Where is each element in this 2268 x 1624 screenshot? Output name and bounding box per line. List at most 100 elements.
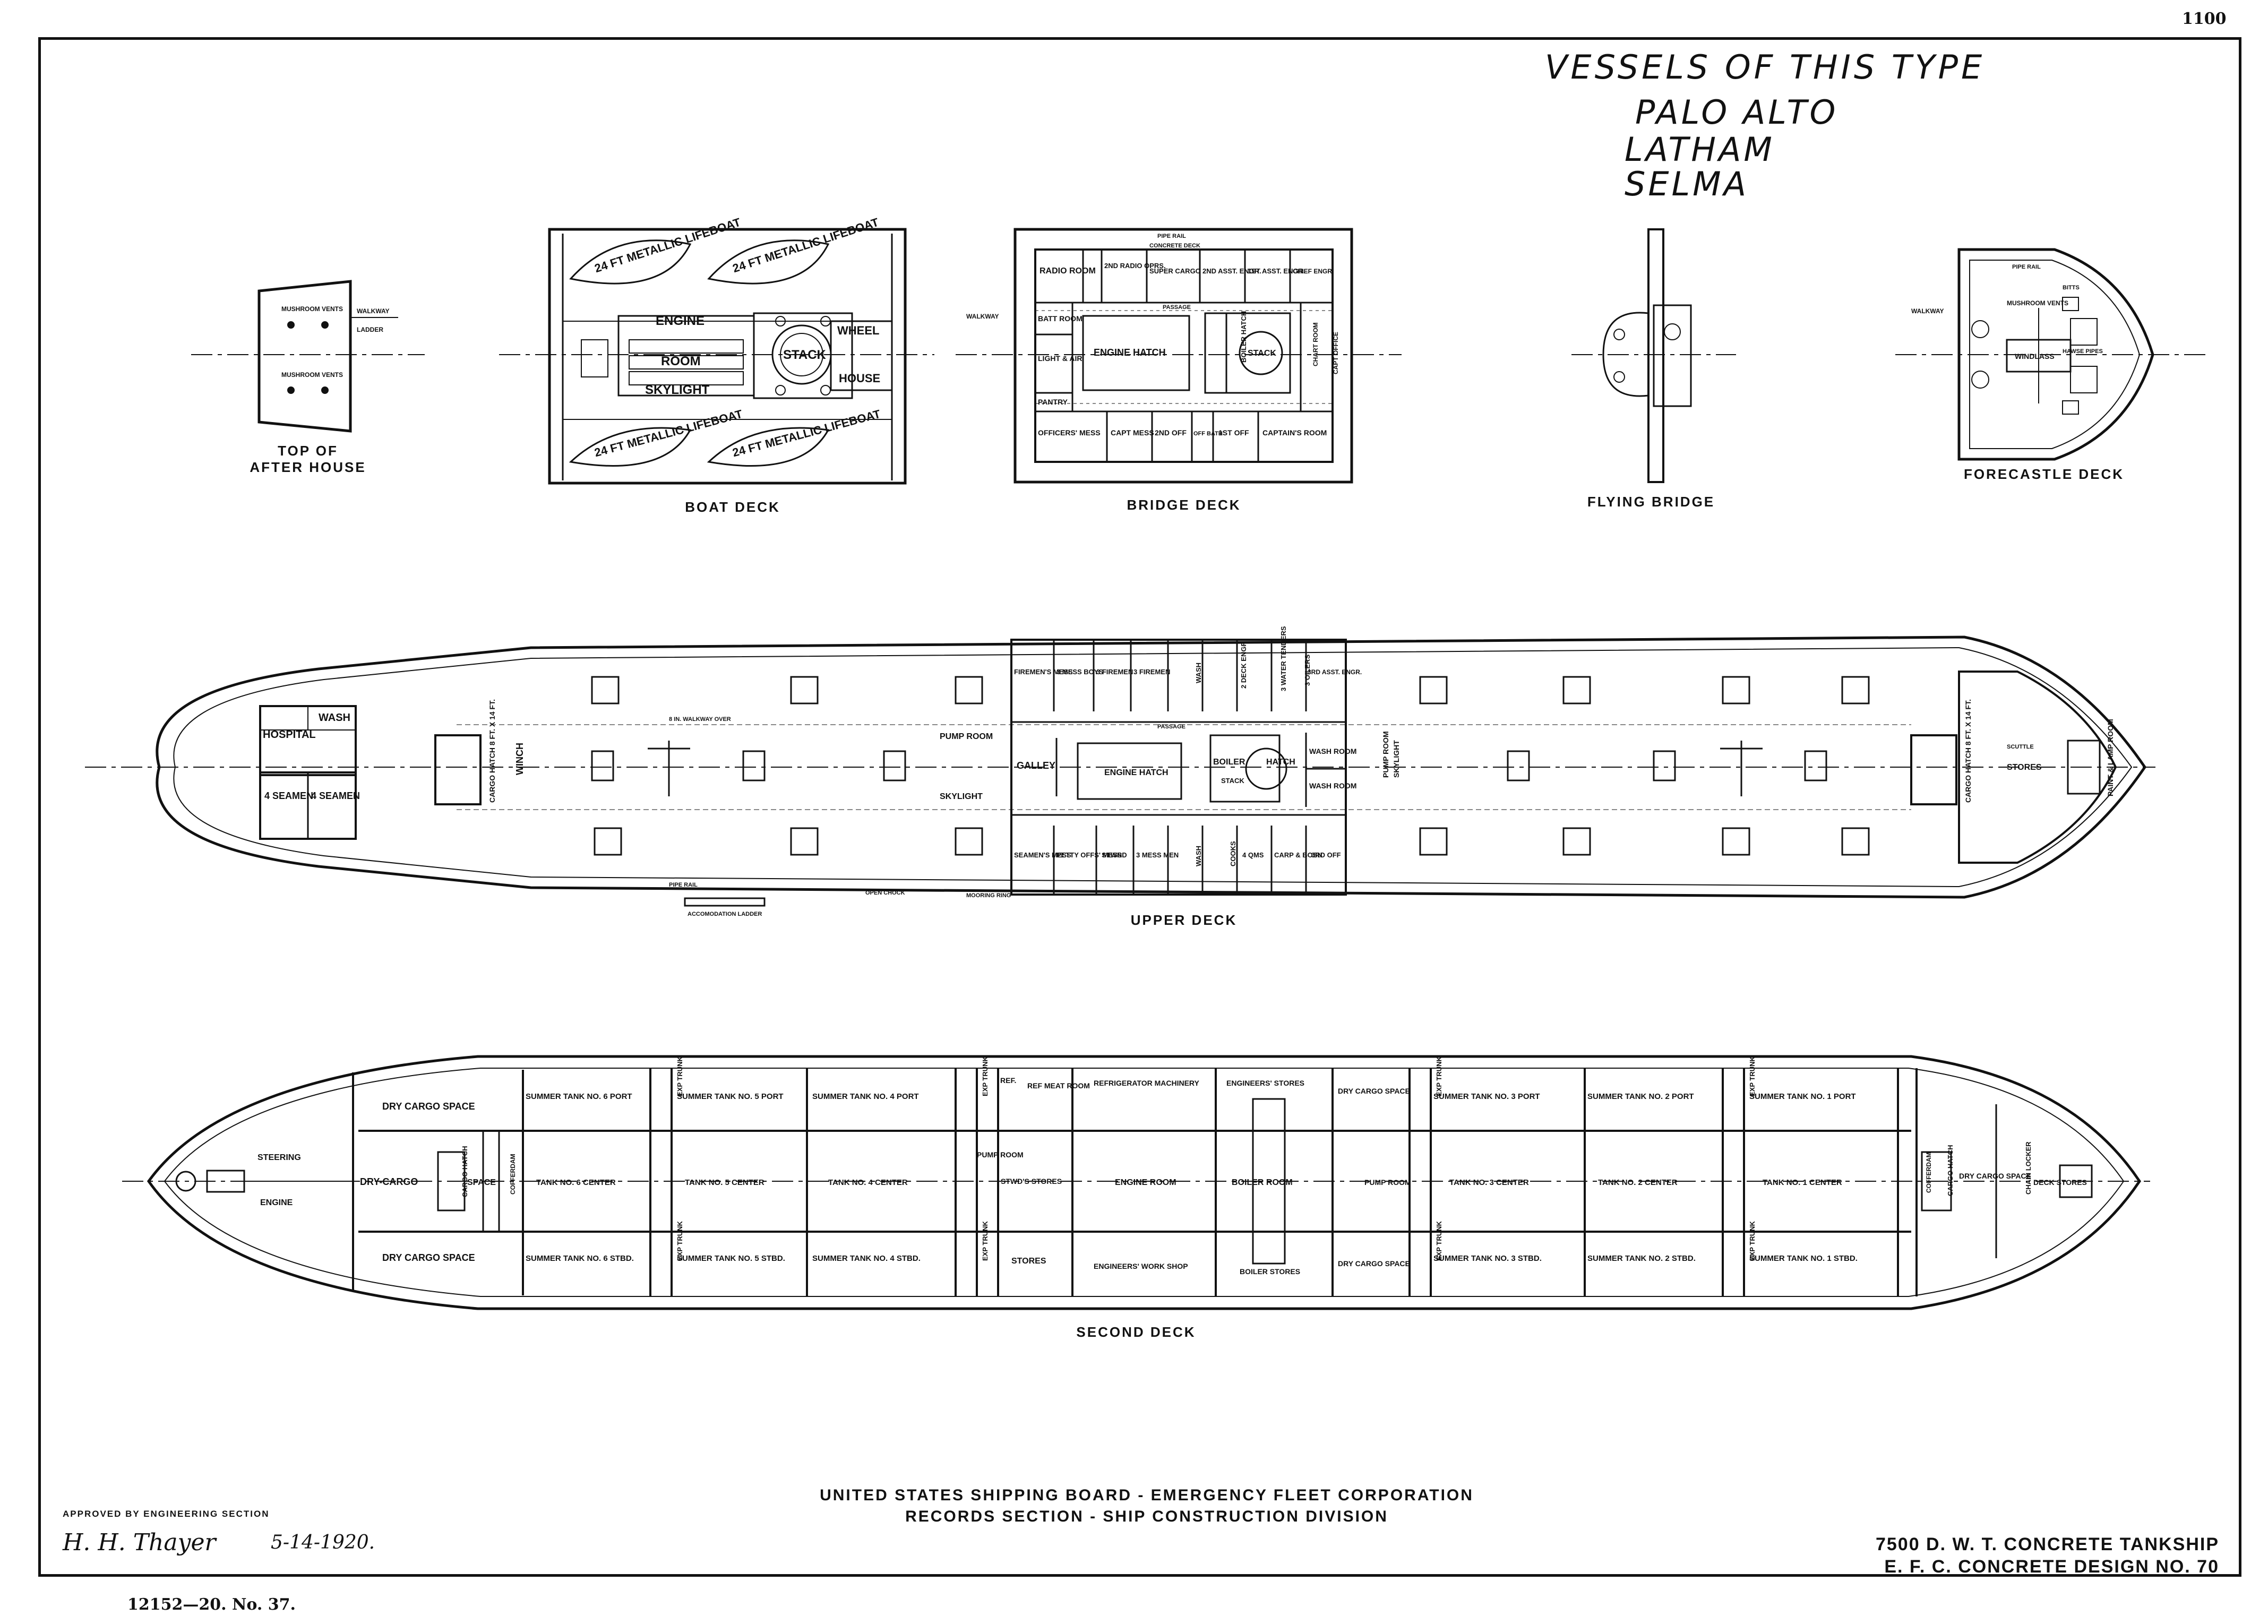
second-refrigerator-machinery: REFRIGERATOR MACHINERY <box>1094 1079 1200 1087</box>
bridge-room-captains: CAPTAIN'S ROOM <box>1262 428 1327 437</box>
bridge-room-super-cargo: SUPER CARGO <box>1149 267 1201 275</box>
skylight-label-2: ROOM <box>661 354 701 368</box>
lifeboat-label-2: 24 FT METALLIC LIFEBOAT <box>731 215 881 275</box>
upper-bottom-room-1: SEAMEN'S MESS <box>1014 851 1071 859</box>
second-center-tank-3: TANK NO. 3 CENTER <box>1449 1178 1529 1187</box>
upper-cargo-hatch-fwd: CARGO HATCH 8 FT. X 14 FT. <box>1964 699 1972 803</box>
boat-deck-stack-label: STACK <box>783 348 827 362</box>
second-port-tank-1: SUMMER TANK NO. 1 PORT <box>1749 1092 1856 1101</box>
boat-deck-plan <box>499 228 934 485</box>
bridge-room-2nd-radio: 2ND RADIO OPRS. <box>1104 262 1166 270</box>
forecastle-windlass: WINDLASS <box>2015 352 2055 360</box>
second-center-tank-6: TANK NO. 6 CENTER <box>536 1178 616 1187</box>
bridge-room-2nd-off: 2ND OFF <box>1155 428 1187 437</box>
forecastle-walkway: WALKWAY <box>1911 307 1944 315</box>
second-stwds-stores: STWD'S STORES <box>1001 1177 1062 1185</box>
upper-bottom-room-3: STWRD <box>1102 851 1127 859</box>
upper-pipe-rail: PIPE RAIL <box>669 882 698 888</box>
upper-galley: GALLEY <box>1017 760 1055 771</box>
second-center-tank-2: TANK NO. 2 CENTER <box>1598 1178 1678 1187</box>
upper-bottom-room-7: 4 QMS <box>1242 851 1264 859</box>
second-dry-cargo-aft-1: DRY CARGO SPACE <box>382 1101 475 1112</box>
upper-hospital: HOSPITAL <box>263 729 316 741</box>
upper-bottom-room-2: PETTY OFFS' MESS <box>1056 851 1122 859</box>
vessel-name-1: PALO ALTO <box>1635 93 1839 132</box>
second-engine: ENGINE <box>260 1198 293 1207</box>
upper-mooring-ring: MOORING RING <box>966 892 1011 899</box>
second-dry-cargo-aft-2: DRY CARGO SPACE <box>382 1252 475 1263</box>
approval-signature: H. H. Thayer <box>63 1529 216 1556</box>
bridge-engine-hatch: ENGINE HATCH <box>1094 347 1166 358</box>
second-engine-room: ENGINE ROOM <box>1115 1178 1176 1187</box>
upper-pump-room-aft: PUMP ROOM <box>940 732 993 741</box>
approval-label: APPROVED BY ENGINEERING SECTION <box>63 1509 270 1519</box>
after-house-label-vents-2: MUSHROOM VENTS <box>281 371 343 379</box>
bridge-deck-plan <box>956 228 1402 484</box>
upper-pump-room-fwd-skylight: SKYLIGHT <box>1392 740 1401 778</box>
second-chain-locker: CHAIN LOCKER <box>2024 1141 2032 1195</box>
second-cargo-hatch-fwd: CARGO HATCH <box>1946 1145 1954 1196</box>
upper-boiler: BOILER <box>1213 758 1245 767</box>
vessels-heading: VESSELS OF THIS TYPE <box>1545 48 1986 87</box>
design-line-1: 7500 D. W. T. CONCRETE TANKSHIP <box>1875 1534 2219 1554</box>
bridge-room-2nd-asst: 2ND ASST. ENGR. <box>1202 267 1261 275</box>
second-engineers-work-shop: ENGINEERS' WORK SHOP <box>1094 1262 1188 1270</box>
bridge-room-radio: RADIO ROOM <box>1040 267 1096 276</box>
bridge-room-light-air: LIGHT & AIR <box>1038 354 1082 363</box>
upper-top-room-3: 3 FIREMEN <box>1096 668 1133 676</box>
second-center-tank-5: TANK NO. 5 CENTER <box>685 1178 764 1187</box>
caption-bridge-deck: BRIDGE DECK <box>1127 497 1241 513</box>
upper-passage: PASSAGE <box>1157 724 1185 730</box>
second-stbd-tank-3: SUMMER TANK NO. 3 STBD. <box>1433 1254 1542 1263</box>
upper-cargo-hatch-aft: CARGO HATCH 8 FT. X 14 FT. <box>488 699 496 803</box>
second-port-tank-3: SUMMER TANK NO. 3 PORT <box>1433 1092 1540 1101</box>
second-dry-cargo-mid-1: DRY CARGO SPACE <box>1338 1087 1410 1095</box>
upper-top-room-8: 3 OILERS <box>1303 654 1311 686</box>
bridge-stack: STACK <box>1248 349 1276 358</box>
second-cargo-hatch-aft: CARGO HATCH <box>461 1146 469 1197</box>
design-line-2: E. F. C. CONCRETE DESIGN NO. 70 <box>1884 1557 2219 1577</box>
lifeboat-label-4: 24 FT METALLIC LIFEBOAT <box>731 407 882 460</box>
after-house-label-ladder: LADDER <box>357 326 383 333</box>
second-exp-trunk-5: EXP TRUNK <box>676 1221 684 1261</box>
second-dry-cargo-fwd: DRY CARGO SPACE <box>1959 1172 2031 1180</box>
caption-flying-bridge: FLYING BRIDGE <box>1587 494 1715 510</box>
forecastle-hawse: HAWSE PIPES <box>2063 348 2103 355</box>
second-exp-trunk-7: EXP TRUNK <box>1435 1221 1443 1261</box>
second-boiler-stores: BOILER STORES <box>1240 1267 1300 1276</box>
after-house-plan <box>191 280 425 433</box>
bridge-passage: PASSAGE <box>1163 304 1191 311</box>
second-stores: STORES <box>1011 1257 1046 1266</box>
upper-top-room-2: 3 MESS BOYS <box>1056 668 1103 676</box>
bridge-concrete-deck: CONCRETE DECK <box>1149 243 1200 249</box>
second-dry-cargo-mid-2: DRY CARGO SPACE <box>1338 1259 1410 1268</box>
second-port-tank-2: SUMMER TANK NO. 2 PORT <box>1587 1092 1694 1101</box>
second-deck-plan <box>122 1055 2150 1310</box>
upper-accommodation-ladder: ACCOMODATION LADDER <box>688 911 762 917</box>
upper-winch: WINCH <box>514 743 525 775</box>
bridge-room-capt-mess: CAPT MESS <box>1111 428 1154 437</box>
upper-pump-room-fwd: PUMP ROOM <box>1381 731 1390 778</box>
second-pump-room-aft: PUMP ROOM <box>977 1150 1024 1159</box>
caption-boat-deck: BOAT DECK <box>685 499 780 515</box>
wheel-house-label-1: WHEEL <box>837 324 879 337</box>
second-steering: STEERING <box>257 1153 301 1162</box>
second-stbd-tank-5: SUMMER TANK NO. 5 STBD. <box>677 1254 785 1263</box>
vessel-name-3: SELMA <box>1625 165 1749 203</box>
upper-deck-plan <box>85 635 2155 907</box>
bridge-pipe-rail: PIPE RAIL <box>1157 233 1186 239</box>
forecastle-pipe-rail: PIPE RAIL <box>2012 264 2041 270</box>
bridge-room-batt: BATT ROOM <box>1038 314 1083 323</box>
wheel-house-label-2: HOUSE <box>839 372 880 385</box>
second-stbd-tank-1: SUMMER TANK NO. 1 STBD. <box>1749 1254 1858 1263</box>
title-line-1: UNITED STATES SHIPPING BOARD - EMERGENCY… <box>820 1486 1474 1504</box>
bridge-walkway: WALKWAY <box>966 313 999 320</box>
second-pump-room-fwd: PUMP ROOM <box>1364 1178 1411 1187</box>
second-center-tank-1: TANK NO. 1 CENTER <box>1763 1178 1842 1187</box>
upper-top-room-4: 3 FIREMEN <box>1133 668 1170 676</box>
upper-walkway: 8 IN. WALKWAY OVER <box>669 716 731 723</box>
second-port-tank-5: SUMMER TANK NO. 5 PORT <box>677 1092 784 1101</box>
second-exp-trunk-8: EXP TRUNK <box>1748 1221 1756 1261</box>
sheet-number: 1100 <box>2182 10 2227 28</box>
bridge-room-officers-mess: OFFICERS' MESS <box>1038 428 1101 437</box>
